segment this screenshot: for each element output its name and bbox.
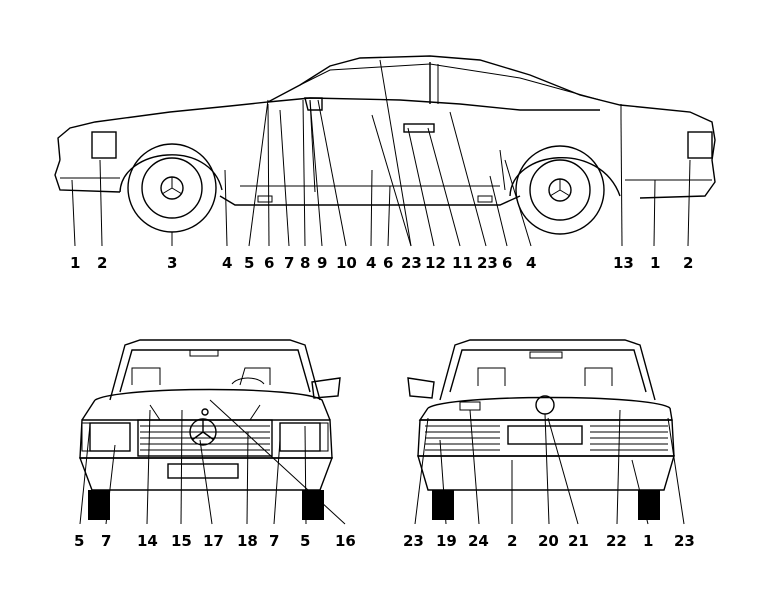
side-label-2: 2 [97,254,107,272]
side-label-23: 23 [401,254,422,272]
rear-label-23: 23 [403,532,424,550]
side-label-1b: 1 [650,254,660,272]
front-label-17: 17 [203,532,224,550]
side-label-10: 10 [336,254,357,272]
front-view-car [78,339,341,520]
rear-view-labels: 23 19 24 2 20 21 22 1 23 [403,532,695,550]
side-label-7: 7 [284,254,294,272]
front-label-5b: 5 [300,532,310,550]
side-label-6b: 6 [383,254,393,272]
front-label-16: 16 [335,532,356,550]
side-label-3: 3 [167,254,177,272]
side-label-6c: 6 [502,254,512,272]
rear-label-21: 21 [568,532,589,550]
side-label-4: 4 [222,254,232,272]
rear-label-19: 19 [436,532,457,550]
rear-view-car [407,339,675,520]
front-label-15: 15 [171,532,192,550]
side-label-5: 5 [244,254,254,272]
side-view-leaders [71,59,691,247]
rear-label-20: 20 [538,532,559,550]
side-label-4b: 4 [366,254,376,272]
front-label-18: 18 [237,532,258,550]
rear-label-1: 1 [643,532,653,550]
side-label-8: 8 [300,254,310,272]
side-view-labels: 1 2 3 4 5 6 7 8 9 10 4 6 23 12 11 23 6 4… [70,254,693,272]
rear-label-24: 24 [468,532,489,550]
side-label-9: 9 [317,254,327,272]
front-label-7b: 7 [269,532,279,550]
front-view-labels: 5 7 14 15 17 18 7 5 16 [74,532,356,550]
rear-label-22: 22 [606,532,627,550]
side-label-23b: 23 [477,254,498,272]
side-label-1: 1 [70,254,80,272]
side-label-13: 13 [613,254,634,272]
front-label-5: 5 [74,532,84,550]
rear-label-2: 2 [507,532,517,550]
side-label-2b: 2 [683,254,693,272]
side-label-6: 6 [264,254,274,272]
front-view-leaders [79,399,346,525]
side-label-12: 12 [425,254,446,272]
side-view-car [54,55,716,235]
rear-label-23b: 23 [674,532,695,550]
front-label-7: 7 [101,532,111,550]
front-label-14: 14 [137,532,158,550]
side-label-11: 11 [452,254,473,272]
side-label-4c: 4 [526,254,536,272]
rear-view-leaders [414,409,685,525]
